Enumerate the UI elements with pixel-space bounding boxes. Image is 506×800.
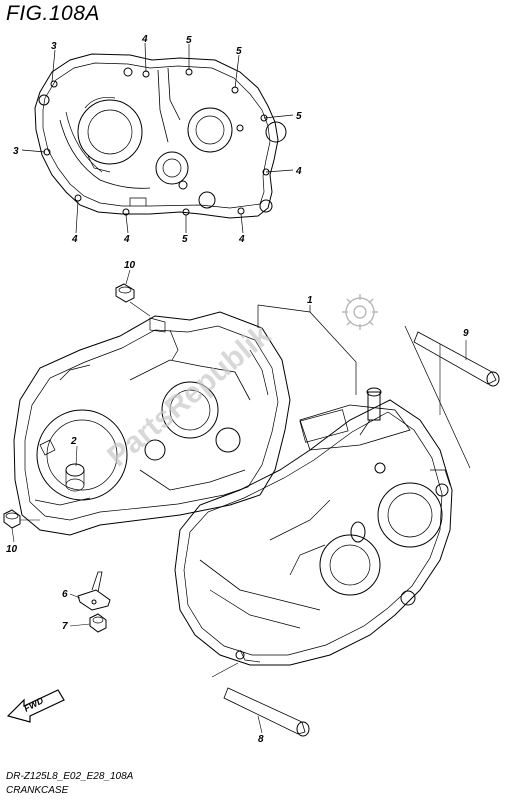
callout-2: 2 xyxy=(70,436,77,447)
part-1-leader xyxy=(257,304,357,395)
figure-code: DR-Z125L8_E02_E28_108A xyxy=(6,771,134,782)
callout-3: 3 xyxy=(51,41,57,52)
callout-5: 5 xyxy=(182,234,188,245)
callout-1: 1 xyxy=(307,295,313,306)
crankcase-right-half xyxy=(174,387,453,666)
watermark-text: PartsRepublik xyxy=(101,318,277,473)
clamp-6 xyxy=(77,571,111,611)
callout-4: 4 xyxy=(295,166,302,177)
crankcase-left-half xyxy=(13,311,291,536)
figure-title: FIG.108A xyxy=(6,2,100,25)
figure-name: CRANKCASE xyxy=(6,785,69,796)
callout-4: 4 xyxy=(123,234,130,245)
callout-5: 5 xyxy=(236,46,242,57)
callout-10: 10 xyxy=(124,260,136,271)
callout-9: 9 xyxy=(463,328,469,339)
callout-7: 7 xyxy=(62,621,68,632)
bolt-9 xyxy=(404,325,500,469)
bolt-7 xyxy=(89,613,107,633)
inset-leaders xyxy=(21,42,294,234)
bolt-10-upper xyxy=(115,283,151,317)
callout-8: 8 xyxy=(258,734,264,745)
callout-5: 5 xyxy=(186,35,192,46)
callout-10: 10 xyxy=(6,544,18,555)
callout-4: 4 xyxy=(71,234,78,245)
callout-4: 4 xyxy=(141,34,148,45)
callout-3: 3 xyxy=(13,146,19,157)
crankcase-face-inset xyxy=(34,53,287,219)
bolt-10-lower xyxy=(3,509,40,529)
gear-icon xyxy=(342,294,378,330)
bolt-8 xyxy=(211,662,310,737)
fwd-arrow xyxy=(6,689,65,723)
main-leaders xyxy=(11,269,467,734)
callout-4: 4 xyxy=(238,234,245,245)
callout-5: 5 xyxy=(296,111,302,122)
callout-6: 6 xyxy=(62,589,68,600)
